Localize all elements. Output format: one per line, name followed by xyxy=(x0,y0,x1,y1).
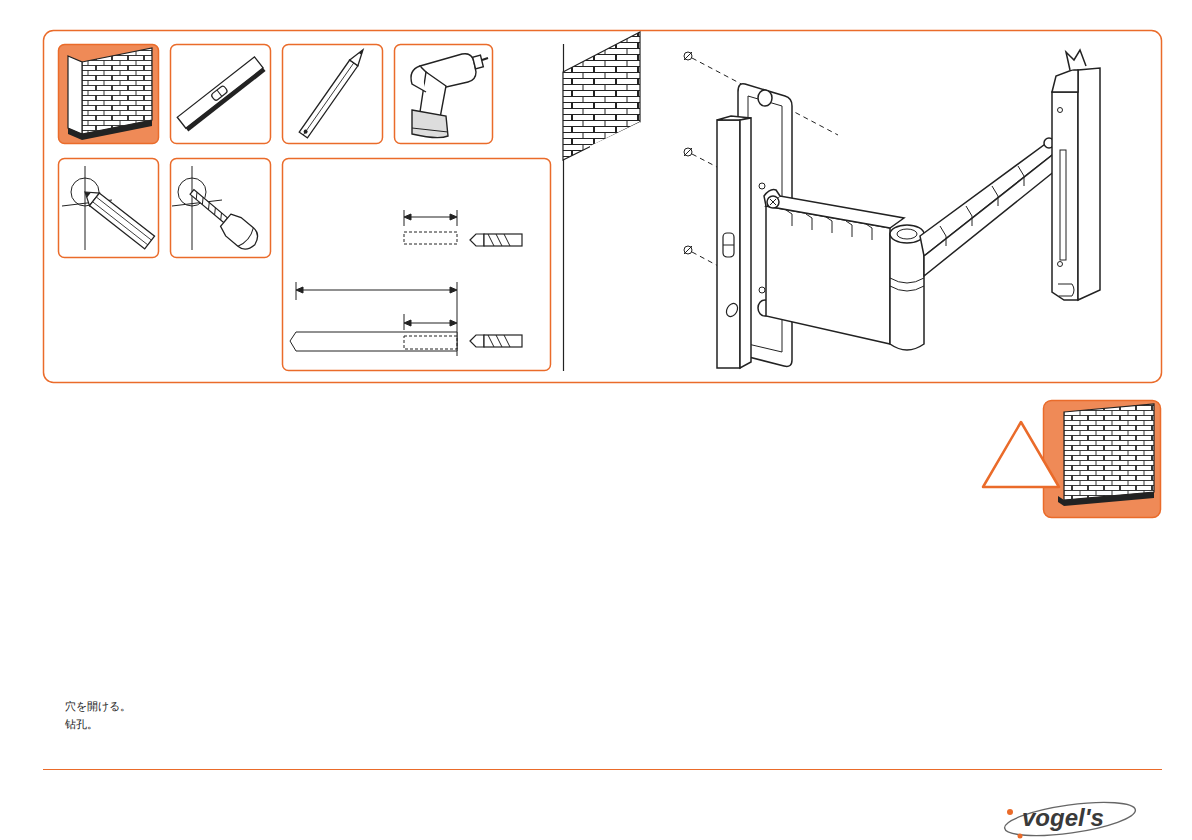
wall-icon xyxy=(59,45,159,144)
drilling-icon xyxy=(171,159,271,258)
warning-symbol xyxy=(983,401,1161,518)
spirit-level-icon xyxy=(171,45,271,144)
instruction-text: 钻孔。 xyxy=(65,718,98,731)
wall-bracket xyxy=(684,50,1100,368)
logo-text: vogel's xyxy=(1022,804,1104,833)
frame xyxy=(44,31,1162,383)
instruction-text: 穴を開ける。 xyxy=(65,700,131,713)
drill-icon xyxy=(395,45,493,144)
footer-rule xyxy=(43,769,1162,770)
wall xyxy=(563,32,640,180)
drill-depth-panel xyxy=(283,159,551,371)
pencil-icon xyxy=(283,45,383,144)
mark-icon xyxy=(59,159,159,258)
logo-mark xyxy=(1003,796,1138,840)
